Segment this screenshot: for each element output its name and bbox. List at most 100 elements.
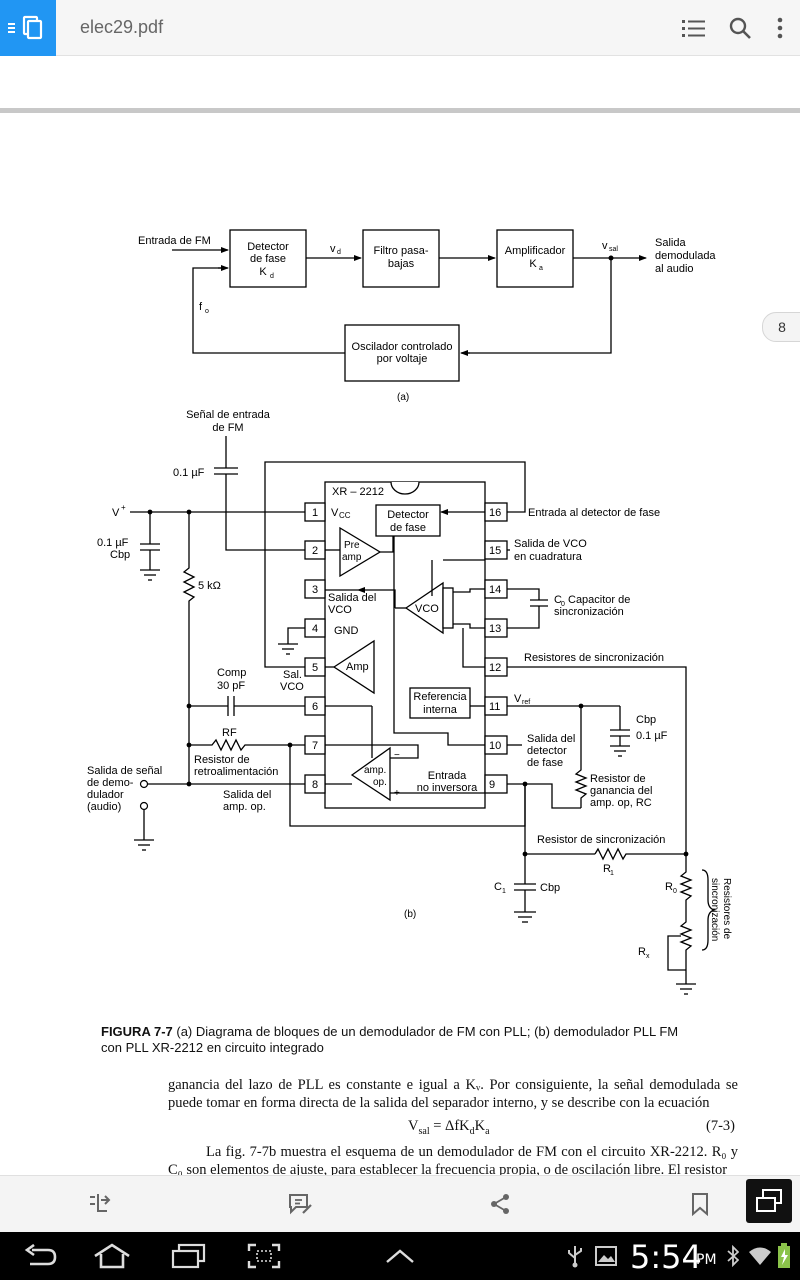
left-pins: 1 2 3 4 5 6 7 8 [304, 502, 326, 794]
svg-text:K: K [529, 258, 537, 270]
svg-text:Salida del: Salida del [328, 592, 376, 604]
action-bar [0, 1175, 800, 1232]
svg-text:en cuadratura: en cuadratura [514, 551, 583, 563]
svg-text:5: 5 [312, 662, 318, 674]
svg-text:de fase: de fase [250, 253, 286, 265]
svg-text:Sal.: Sal. [283, 669, 302, 681]
svg-text:0: 0 [673, 888, 677, 895]
recent-apps-icon[interactable] [168, 1242, 208, 1270]
svg-text:15: 15 [489, 545, 501, 557]
svg-text:Cbp: Cbp [540, 882, 560, 894]
svg-text:ref: ref [522, 699, 530, 706]
windows-icon[interactable] [746, 1179, 792, 1223]
svg-text:sal: sal [609, 246, 618, 253]
document-icon[interactable] [0, 0, 56, 56]
svg-text:d: d [337, 249, 341, 256]
svg-text:Amplificador: Amplificador [505, 245, 566, 257]
home-icon[interactable] [90, 1242, 134, 1270]
svg-text:Resistores de: Resistores de [721, 878, 732, 940]
svg-text:1: 1 [312, 507, 318, 519]
svg-text:op.: op. [373, 777, 387, 788]
svg-text:V: V [331, 507, 339, 519]
svg-text:ganancia del: ganancia del [590, 785, 652, 797]
svg-text:1: 1 [502, 888, 506, 895]
svg-text:Entrada al detector de fase: Entrada al detector de fase [528, 507, 660, 519]
svg-text:Salida del: Salida del [223, 789, 271, 801]
wifi-icon [748, 1242, 772, 1270]
page-separator [0, 108, 800, 113]
svg-text:R: R [603, 863, 611, 875]
svg-text:sincronización: sincronización [709, 878, 720, 941]
svg-text:Capacitor de: Capacitor de [568, 594, 630, 606]
opamp [350, 746, 391, 802]
svg-text:detector: detector [527, 745, 567, 757]
svg-text:Cbp: Cbp [636, 714, 656, 726]
svg-text:al audio: al audio [655, 263, 694, 275]
bookmark-icon[interactable] [685, 1189, 715, 1219]
vco-block [344, 324, 460, 382]
svg-text:V: V [514, 693, 522, 705]
right-pins: 16 15 14 13 12 11 10 9 [484, 502, 508, 794]
svg-text:C: C [554, 594, 562, 606]
svg-text:16: 16 [489, 507, 501, 519]
equation: Vsal = ΔfKdKa [408, 1118, 490, 1137]
svg-text:amp.: amp. [364, 765, 386, 776]
back-icon[interactable] [20, 1242, 60, 1270]
amplifier-block [496, 229, 574, 288]
svg-text:sincronización: sincronización [554, 606, 624, 618]
svg-text:XR – 2212: XR – 2212 [332, 486, 384, 498]
svg-text:v: v [602, 240, 608, 252]
svg-text:0.1 µF: 0.1 µF [173, 467, 205, 479]
svg-text:GND: GND [334, 625, 359, 637]
search-icon[interactable] [724, 12, 756, 44]
svg-text:4: 4 [312, 623, 318, 635]
svg-text:(audio): (audio) [87, 801, 121, 813]
svg-text:v: v [330, 243, 336, 255]
chevron-up-icon[interactable] [384, 1242, 416, 1270]
svg-text:x: x [646, 953, 650, 960]
svg-text:amp. op, RC: amp. op, RC [590, 797, 652, 809]
svg-text:por voltaje: por voltaje [377, 353, 428, 365]
screenshot-icon[interactable] [246, 1242, 282, 1270]
svg-text:Entrada: Entrada [428, 770, 467, 782]
svg-text:Oscilador controlado: Oscilador controlado [352, 341, 453, 353]
caption-label: FIGURA 7-7 [101, 1024, 173, 1039]
svg-text:9: 9 [489, 779, 495, 791]
svg-text:Salida de señal: Salida de señal [87, 765, 162, 777]
more-vert-icon[interactable] [764, 12, 796, 44]
svg-text:dulador: dulador [87, 789, 124, 801]
svg-text:a: a [539, 265, 543, 272]
body-paragraph-1: ganancia del lazo de PLL es constante e … [168, 1077, 738, 1111]
svg-text:R: R [665, 881, 673, 893]
svg-text:Salida: Salida [655, 237, 686, 249]
tune-icon[interactable] [85, 1189, 115, 1219]
system-bar: 5:54 PM [0, 1232, 800, 1280]
svg-text:Pre: Pre [344, 540, 360, 551]
usb-icon [566, 1242, 584, 1270]
svg-text:Resistor de sincronización: Resistor de sincronización [537, 834, 665, 846]
lowpass-filter-block [362, 229, 440, 288]
svg-text:+: + [121, 503, 126, 512]
phase-detector-block [229, 229, 307, 288]
svg-text:Cbp: Cbp [110, 549, 130, 561]
share-icon[interactable] [485, 1189, 515, 1219]
svg-text:0.1 µF: 0.1 µF [97, 537, 129, 549]
svg-text:Amp: Amp [346, 661, 369, 673]
list-icon[interactable] [678, 12, 710, 44]
svg-text:Salida del: Salida del [527, 733, 575, 745]
svg-text:o: o [205, 308, 209, 315]
phase-detector [375, 504, 441, 537]
svg-text:11: 11 [489, 701, 500, 713]
block-diagram-a: Entrada de FM Detector de fase K d v d F… [138, 229, 716, 403]
svg-text:R: R [638, 946, 646, 958]
page-indicator[interactable]: 8 [762, 312, 800, 342]
svg-text:Resistor de: Resistor de [590, 773, 646, 785]
comment-icon[interactable] [285, 1189, 315, 1219]
svg-text:RF: RF [222, 727, 237, 739]
svg-text:−: − [394, 750, 400, 761]
svg-text:8: 8 [312, 779, 318, 791]
svg-text:2: 2 [312, 545, 318, 557]
svg-text:interna: interna [423, 704, 458, 716]
svg-text:de demo-: de demo- [87, 777, 134, 789]
svg-text:Filtro pasa-: Filtro pasa- [373, 245, 428, 257]
